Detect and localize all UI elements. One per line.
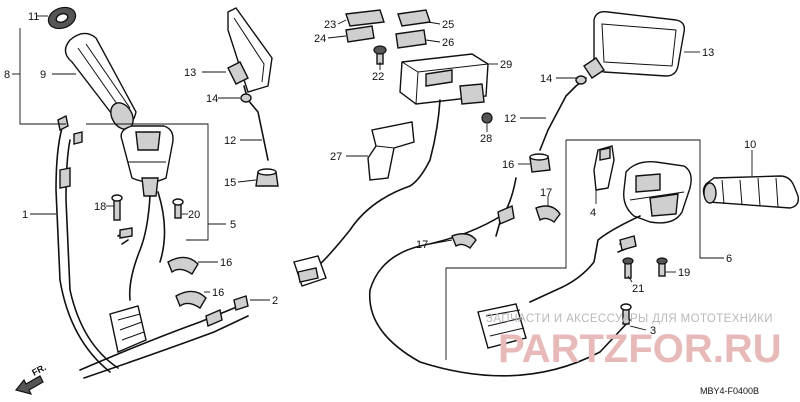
callout-17b: 17	[540, 187, 552, 199]
right-mirror-stem	[539, 75, 587, 151]
main-cable	[368, 177, 631, 377]
callout-14-left: 14	[206, 93, 218, 105]
callout-16a: 16	[220, 257, 232, 269]
screw-19	[656, 257, 668, 277]
center-wiring	[293, 185, 411, 287]
bar-end-weight	[47, 6, 77, 30]
right-switch-wiring	[477, 215, 641, 349]
callout-12-left: 12	[224, 135, 236, 147]
grommet-28	[481, 112, 493, 124]
callout-17a: 17	[416, 239, 428, 251]
callout-19: 19	[678, 267, 690, 279]
callout-2: 2	[272, 295, 278, 307]
screw-22	[373, 45, 387, 65]
left-mirror	[227, 7, 273, 161]
callout-13-right: 13	[702, 47, 714, 59]
rubber-cap-right	[529, 153, 551, 173]
callout-1: 1	[22, 209, 28, 221]
callout-21: 21	[632, 283, 644, 295]
cable-clamp-17b	[535, 205, 561, 223]
callout-23: 23	[324, 19, 336, 31]
callout-3: 3	[650, 325, 656, 337]
indicator-label-24	[345, 25, 375, 43]
screw-3	[620, 303, 632, 325]
callout-5: 5	[230, 219, 236, 231]
callout-11: 11	[28, 11, 39, 23]
bracket-27	[367, 121, 415, 181]
cable-clamp-17a	[451, 233, 477, 249]
callout-8: 8	[4, 69, 10, 81]
callout-22: 22	[372, 71, 384, 83]
callout-10: 10	[744, 139, 756, 151]
starter-lever	[593, 145, 615, 191]
callout-12-right: 12	[504, 113, 516, 125]
callout-6: 6	[726, 253, 732, 265]
right-grip	[702, 175, 800, 209]
watermark: ЗАПЧАСТИ И АКСЕССУАРЫ ДЛЯ МОТОТЕХНИКИ PA…	[486, 313, 782, 371]
callout-20: 20	[188, 209, 200, 221]
callout-16b: 16	[212, 287, 224, 299]
throttle-cables	[55, 114, 119, 373]
callout-29: 29	[500, 59, 512, 71]
callout-18: 18	[94, 201, 106, 213]
center-switch-box	[399, 53, 489, 187]
direction-label: FR.	[30, 362, 47, 378]
leader-lines	[12, 15, 753, 360]
rubber-cap-left	[255, 168, 279, 187]
figure-code: MBY4-F0400B	[700, 386, 759, 396]
callout-26: 26	[442, 37, 454, 49]
screw-18	[111, 194, 123, 221]
indicator-label-25	[397, 9, 431, 27]
callout-27: 27	[330, 151, 342, 163]
clutch-cable	[79, 295, 249, 379]
right-mirror	[583, 10, 686, 79]
callout-13-left: 13	[184, 67, 196, 79]
indicator-label-23	[345, 9, 385, 27]
screw-20	[172, 198, 184, 219]
cable-band-16a	[167, 256, 199, 275]
indicator-label-26	[395, 29, 427, 49]
callout-9: 9	[40, 69, 46, 81]
callout-24: 24	[314, 33, 326, 45]
arrow-icon	[14, 375, 44, 395]
callouts: 11 8 9 13 14 12 15 1 18 20 5 16 16 2 23 …	[4, 11, 756, 337]
left-grip	[64, 32, 137, 130]
callout-16c: 16	[502, 159, 514, 171]
cable-band-16b	[175, 290, 207, 309]
watermark-brand: PARTZFOR.RU	[498, 327, 782, 371]
screw-21	[622, 257, 634, 279]
callout-14-right: 14	[540, 73, 552, 85]
callout-4: 4	[590, 207, 596, 219]
callout-15: 15	[224, 177, 236, 189]
right-switch-housing	[623, 161, 692, 224]
left-switch-housing	[120, 125, 174, 197]
front-direction-indicator: FR.	[14, 362, 48, 395]
callout-25: 25	[442, 19, 454, 31]
left-switch-wiring	[109, 191, 166, 353]
watermark-text: ЗАПЧАСТИ И АКСЕССУАРЫ ДЛЯ МОТОТЕХНИКИ	[486, 313, 773, 325]
callout-28: 28	[480, 133, 492, 145]
